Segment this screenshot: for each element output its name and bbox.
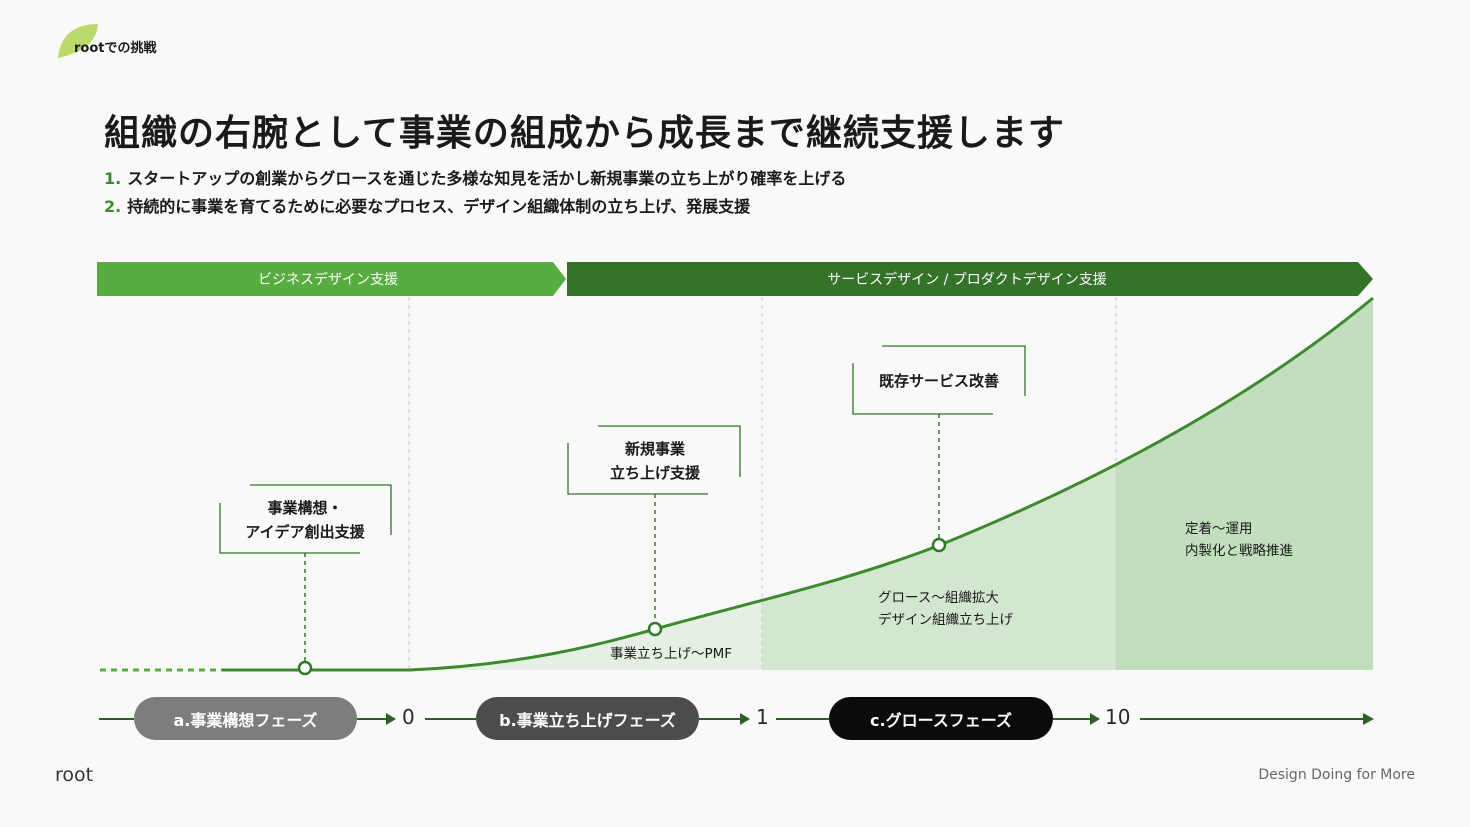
point-2: 2. 持続的に事業を育てるために必要なプロセス、デザイン組織体制の立ち上げ、発展支… xyxy=(104,193,750,217)
phase-gridlines xyxy=(408,297,1117,668)
callout-ideation: 事業構想・アイデア創出支援 xyxy=(205,496,405,544)
point-number: 2. xyxy=(104,197,122,216)
callout-line: 新規事業 xyxy=(624,440,685,458)
note-pmf: 事業立ち上げ〜PMF xyxy=(610,646,733,662)
point-number: 1. xyxy=(104,169,122,188)
footer-logo: root xyxy=(55,764,94,786)
callout-line: 事業構想・ xyxy=(267,499,343,517)
callout-launch: 新規事業立ち上げ支援 xyxy=(555,437,755,485)
callout-line: 既存サービス改善 xyxy=(878,372,999,390)
milestone-0: 0 xyxy=(402,705,415,729)
phase-c-pill: c.グロースフェーズ xyxy=(829,697,1053,740)
milestone-dot xyxy=(297,660,313,676)
note-growth: グロース〜組織拡大デザイン組織立ち上げ xyxy=(878,587,1013,631)
band-service xyxy=(567,262,1373,296)
milestone-dot xyxy=(931,537,947,553)
point-text: 持続的に事業を育てるために必要なプロセス、デザイン組織体制の立ち上げ、発展支援 xyxy=(127,197,751,216)
band-business xyxy=(97,262,566,296)
page-title: 組織の右腕として事業の組成から成長まで継続支援します xyxy=(104,113,1065,154)
band-service-label: サービスデザイン / プロダクトデザイン支援 xyxy=(827,272,1107,288)
header-logo-label: rootでの挑戦 xyxy=(74,41,157,56)
note-line: グロース〜組織拡大 xyxy=(878,590,999,606)
callout-line: アイデア創出支援 xyxy=(245,523,365,541)
note-line: 内製化と戦略推進 xyxy=(1185,543,1293,559)
callout-line: 立ち上げ支援 xyxy=(609,464,700,482)
band-business-label: ビジネスデザイン支援 xyxy=(258,272,398,288)
note-line: デザイン組織立ち上げ xyxy=(878,612,1013,628)
milestone-1: 1 xyxy=(756,705,769,729)
note-settle: 定着〜運用内製化と戦略推進 xyxy=(1185,518,1293,562)
point-1: 1. スタートアップの創業からグロースを通じた多様な知見を活かし新規事業の立ち上が… xyxy=(104,165,846,189)
note-line: 定着〜運用 xyxy=(1185,521,1253,537)
growth-curve xyxy=(222,296,1374,672)
callout-improve: 既存サービス改善 xyxy=(839,369,1039,393)
milestone-dot xyxy=(647,621,663,637)
phase-b-pill: b.事業立ち上げフェーズ xyxy=(476,697,699,740)
area-fill xyxy=(410,298,1373,670)
footer-tagline: Design Doing for More xyxy=(1258,767,1415,783)
phase-a-pill: a.事業構想フェーズ xyxy=(134,697,357,740)
logo-leaf-icon xyxy=(58,24,98,58)
milestone-10: 10 xyxy=(1105,705,1131,729)
point-text: スタートアップの創業からグロースを通じた多様な知見を活かし新規事業の立ち上がり確… xyxy=(127,169,847,188)
